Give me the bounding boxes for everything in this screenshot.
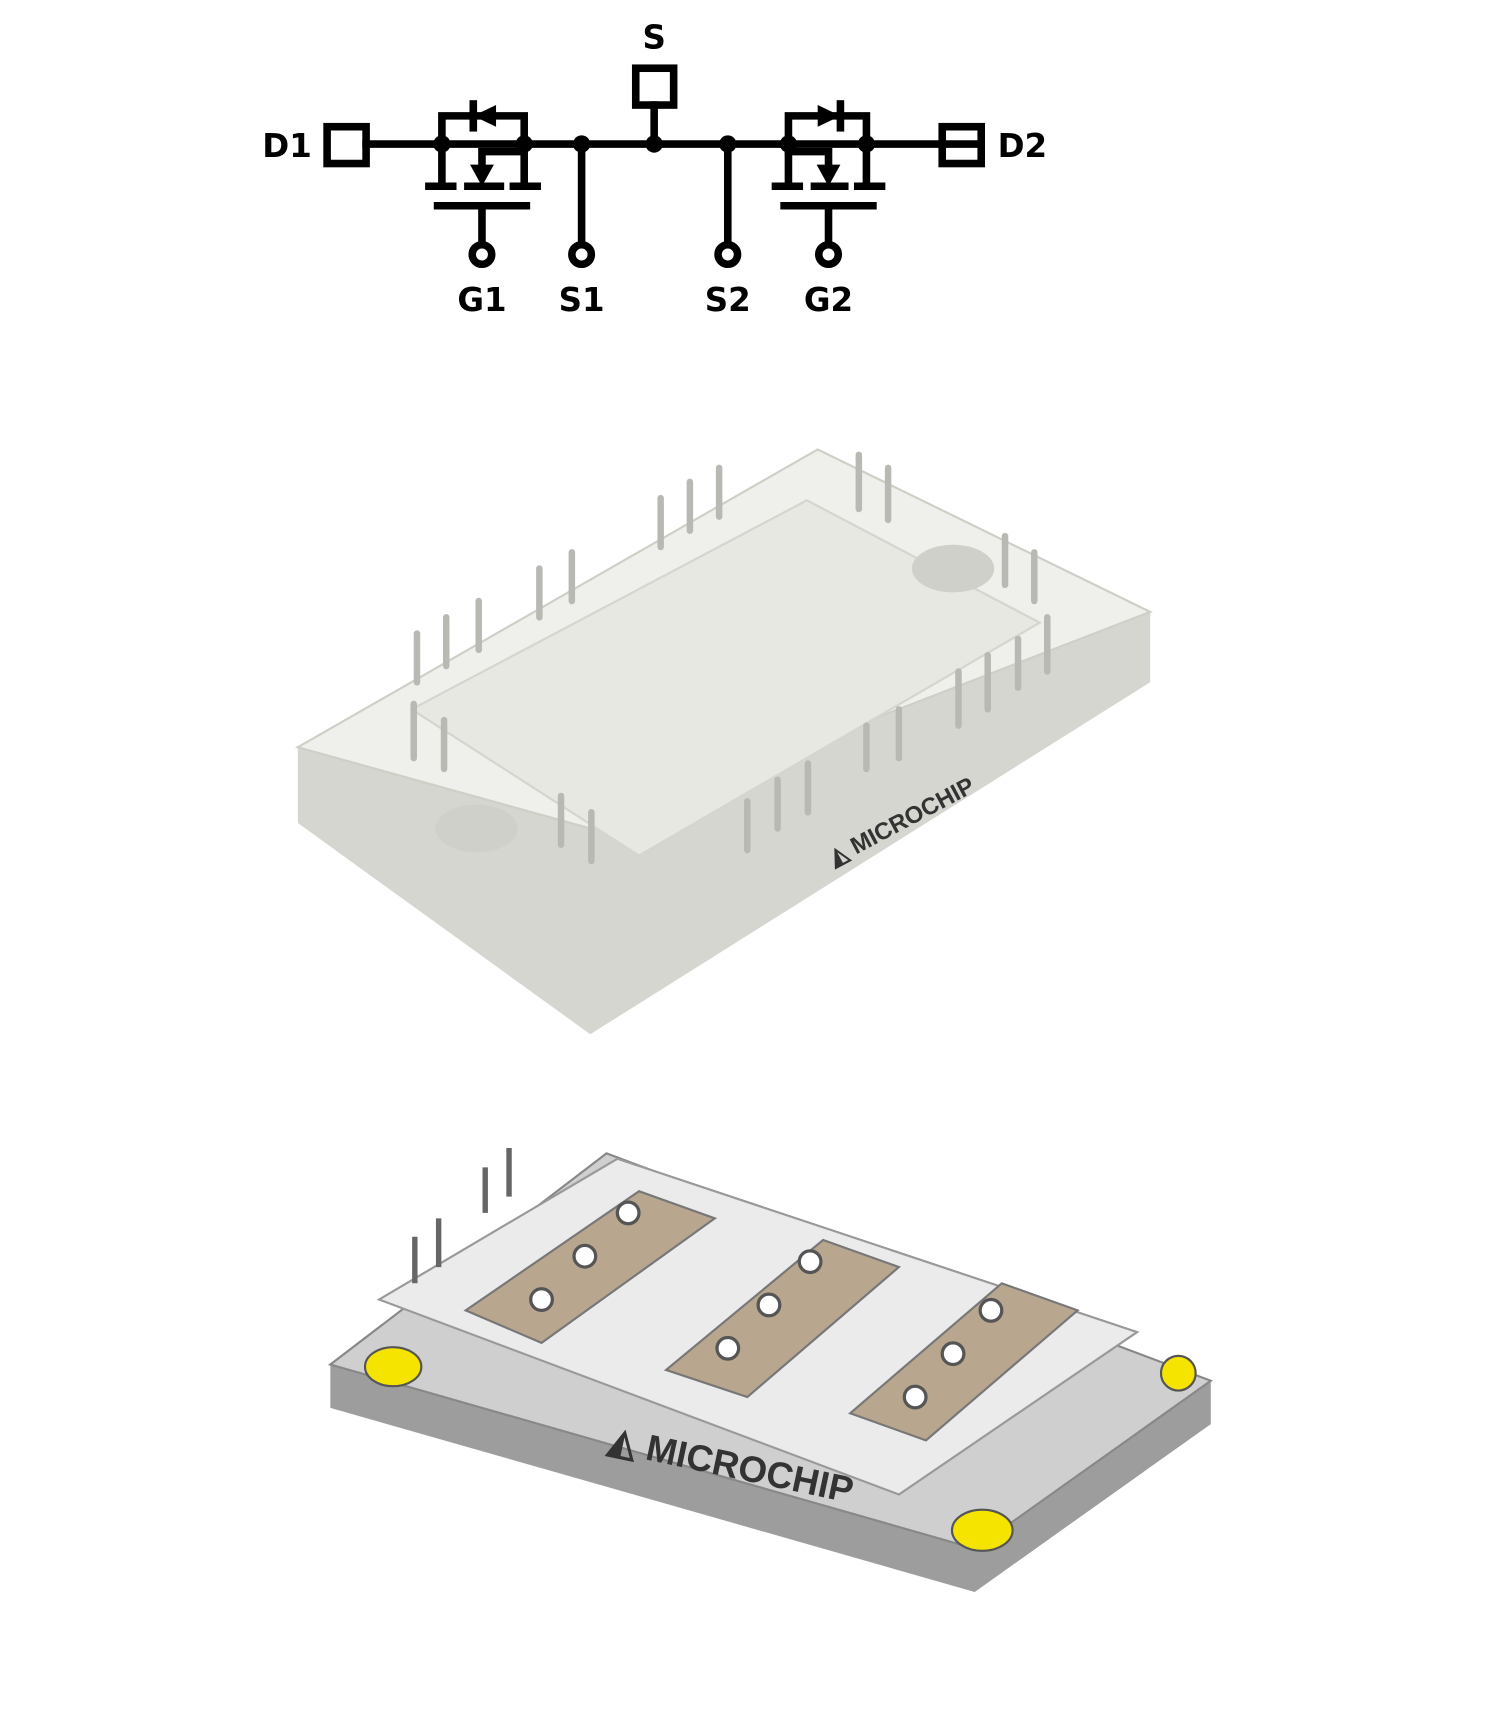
terminal-label-g1: G1 (457, 281, 506, 319)
terminal-d1 (323, 122, 370, 168)
terminal-label-d2: D2 (998, 127, 1048, 165)
terminal-label-g2: G2 (804, 281, 853, 319)
terminal-s2 (714, 240, 742, 269)
terminal-s1 (568, 240, 596, 269)
diode-2 (817, 105, 841, 127)
diode-1 (473, 105, 497, 127)
mosfet-2 (771, 100, 886, 269)
pins (410, 451, 1051, 865)
terminal-d2 (938, 122, 986, 168)
mounting-rings (363, 1346, 1197, 1552)
module-top-view: ◭ MICROCHIP (295, 448, 1153, 1035)
terminal-label-s: S (642, 19, 665, 57)
schematic: D1 G1 S1 S (262, 19, 1047, 319)
mosfet-1 (425, 100, 541, 269)
terminal-label-s2: S2 (705, 281, 751, 319)
terminal-label-d1: D1 (262, 127, 312, 165)
terminal-label-s1: S1 (559, 281, 605, 319)
module-bottom-view: ◭ MICROCHIP (327, 1147, 1214, 1592)
terminal-s (631, 64, 678, 109)
